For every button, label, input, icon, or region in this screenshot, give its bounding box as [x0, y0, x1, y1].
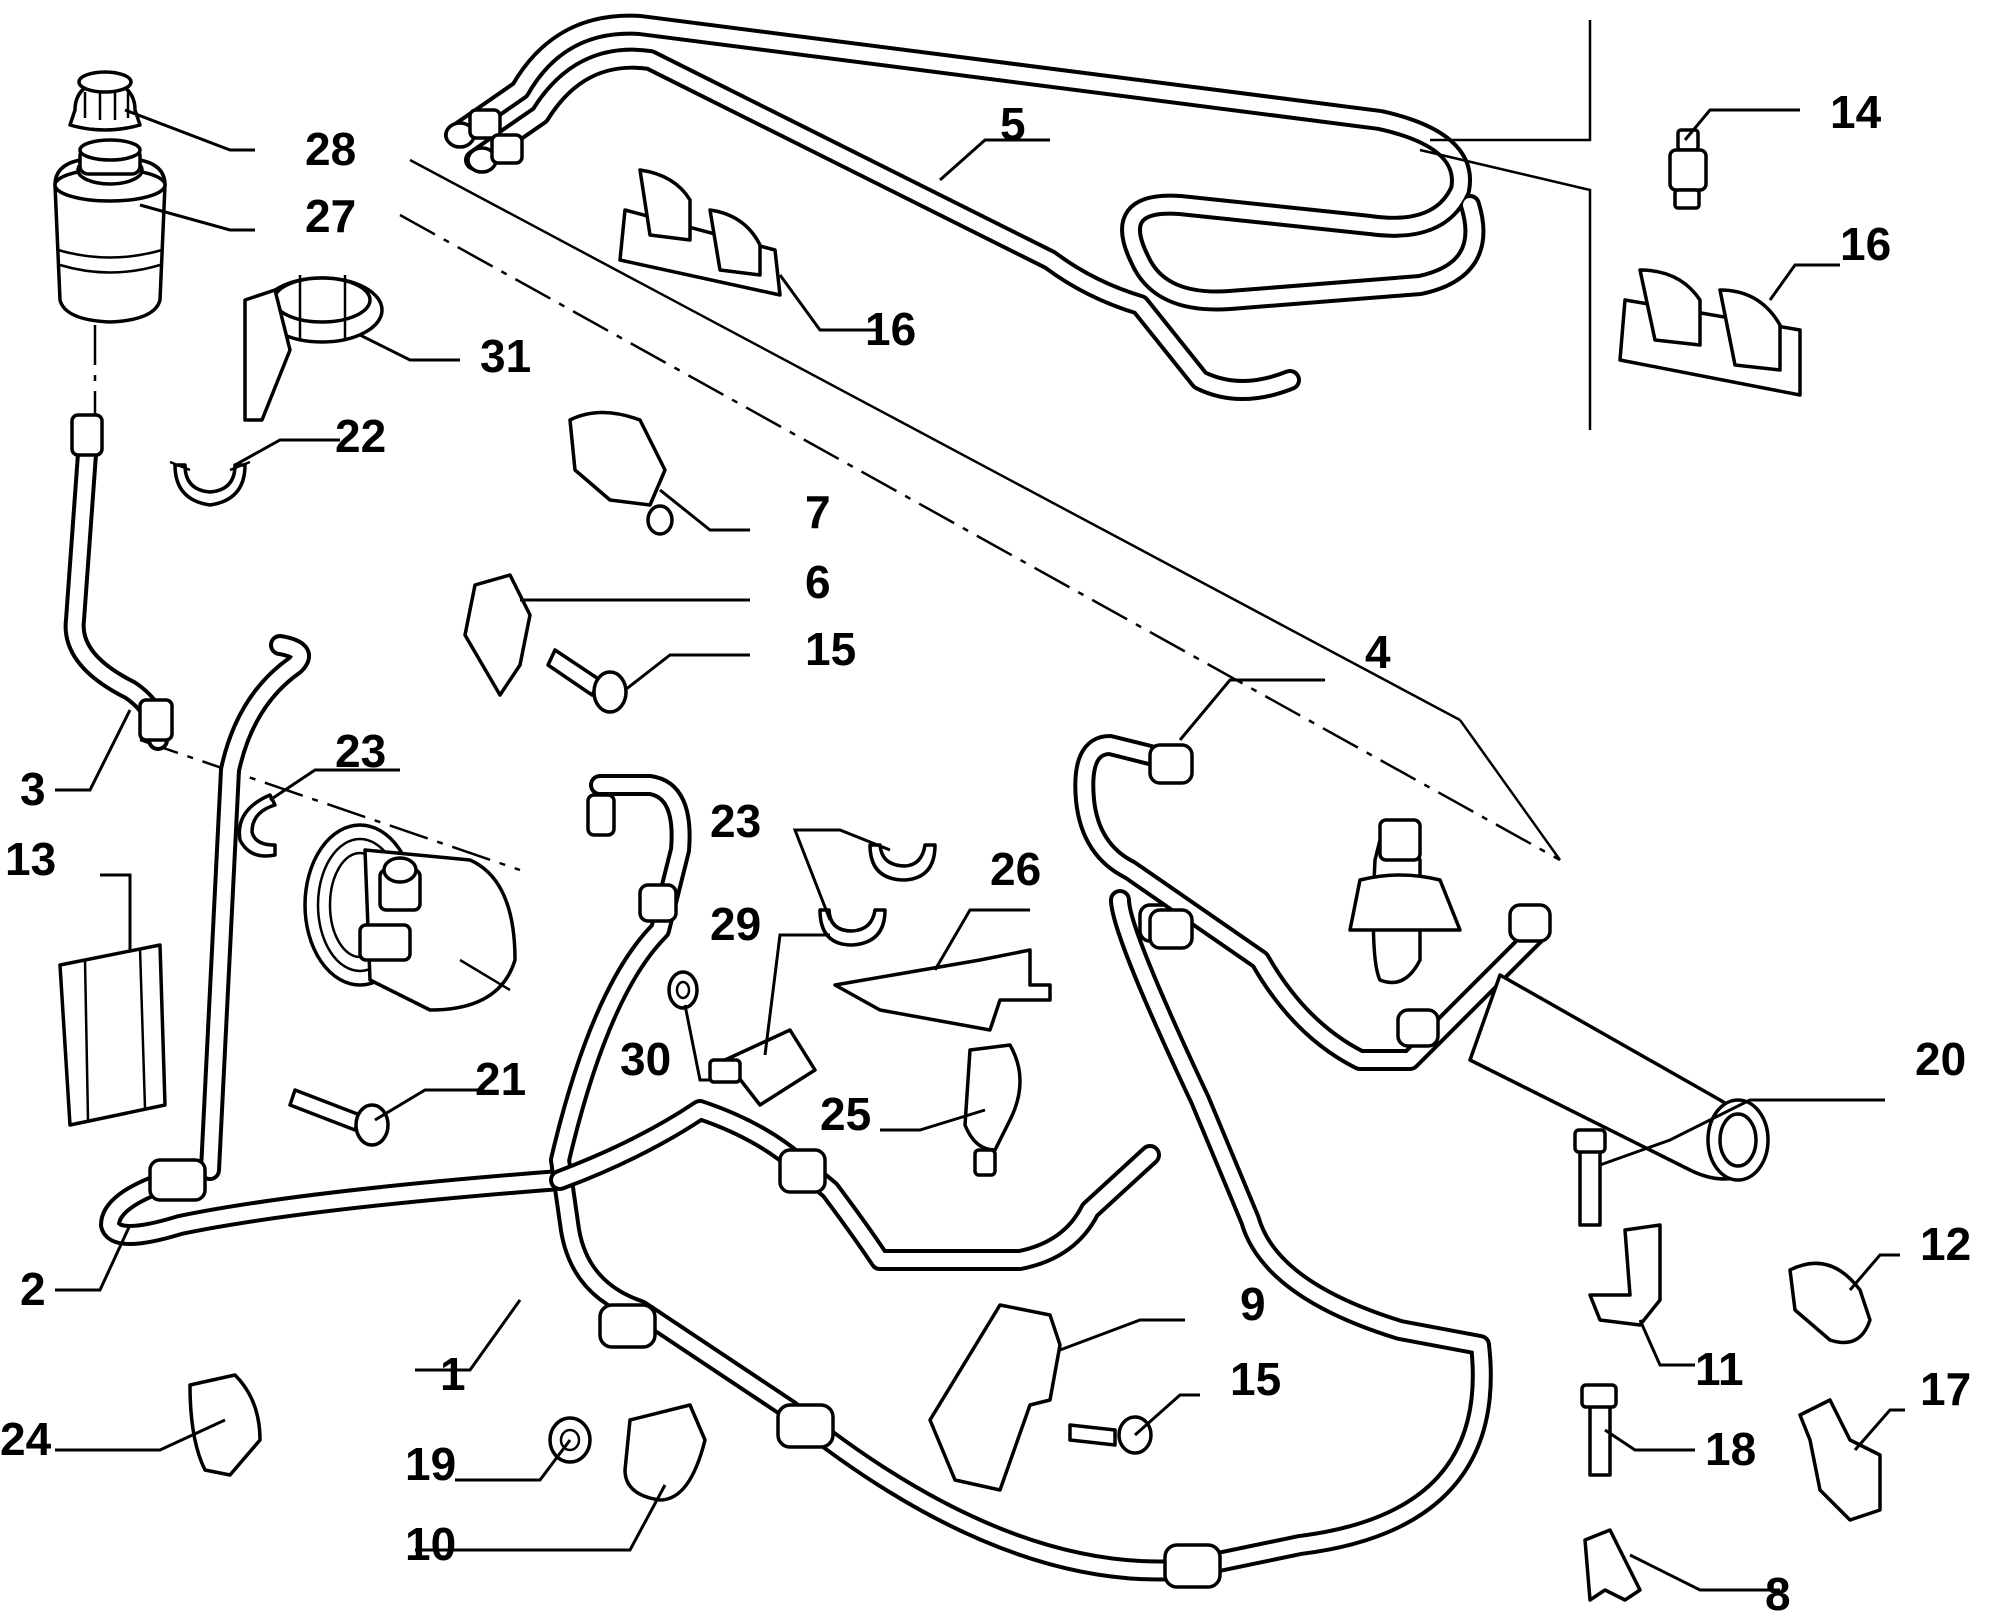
callout-6: 6: [805, 556, 831, 608]
callout-25: 25: [820, 1088, 871, 1140]
bracket-13: [58, 943, 167, 1127]
bolt-20: [1573, 1128, 1607, 1227]
clip-25: [963, 1043, 1022, 1177]
sensor-29: [708, 1028, 817, 1107]
reservoir-27: [53, 138, 167, 324]
clip-23-left: [237, 793, 277, 858]
callout-26: 26: [990, 843, 1041, 895]
callout-17: 17: [1920, 1363, 1971, 1415]
clip-24: [188, 1373, 262, 1477]
washer-30: [667, 970, 699, 1010]
hose-2: [99, 634, 571, 1246]
callout-13: 13: [5, 833, 56, 885]
pipe-4: [1073, 734, 1552, 1071]
clip-17: [1798, 1398, 1882, 1522]
reservoir-cap-28: [68, 70, 142, 132]
clamp-bracket-31: [243, 275, 384, 422]
bracket-9: [928, 1303, 1062, 1492]
reference-lines: [93, 158, 1562, 872]
return-pipe: [549, 1099, 1161, 1271]
union-14: [1668, 128, 1708, 210]
callout-31: 31: [480, 330, 531, 382]
callout-29: 29: [710, 898, 761, 950]
callout-15a: 15: [805, 623, 856, 675]
clamp-16-right: [1618, 268, 1802, 397]
clamp-10: [623, 1403, 707, 1502]
callout-2: 2: [20, 1263, 46, 1315]
callout-14: 14: [1830, 86, 1882, 138]
pipe-1: [549, 774, 1493, 1589]
callout-24: 24: [0, 1413, 52, 1465]
callout-12: 12: [1920, 1218, 1971, 1270]
callout-16a: 16: [865, 303, 916, 355]
callout-28: 28: [305, 123, 356, 175]
callout-5: 5: [1000, 98, 1026, 150]
bracket-8: [1583, 1528, 1642, 1602]
callout-10: 10: [405, 1518, 456, 1570]
callout-3: 3: [20, 763, 46, 815]
hose-3: [63, 413, 174, 751]
callout-4: 4: [1365, 626, 1391, 678]
callout-23a: 23: [335, 725, 386, 777]
leader-lines: [55, 108, 1905, 1592]
power-steering-pump: [303, 823, 517, 1012]
callout-11: 11: [1695, 1343, 1744, 1395]
callout-22: 22: [335, 410, 386, 462]
clips-23-center: [818, 843, 937, 947]
callout-30: 30: [620, 1033, 671, 1085]
cooler-pipe-5: [444, 13, 1592, 430]
bolt-15-lower: [1068, 1415, 1153, 1455]
callout-15b: 15: [1230, 1353, 1281, 1405]
bolt-15-upper: [546, 648, 628, 714]
callout-7: 7: [805, 486, 831, 538]
callout-labels: 1 2 3 4 5 6 7 8 9 10 11 12 13 14 15 15 1…: [0, 86, 1971, 1619]
callout-16b: 16: [1840, 218, 1891, 270]
steering-rack: [1348, 818, 1770, 1182]
callout-23b: 23: [710, 795, 761, 847]
bracket-6-and-7: [463, 410, 674, 697]
callout-20: 20: [1915, 1033, 1966, 1085]
callout-9: 9: [1240, 1278, 1266, 1330]
callout-18: 18: [1705, 1423, 1756, 1475]
clip-12: [1788, 1261, 1872, 1345]
callout-27: 27: [305, 190, 356, 242]
callout-1: 1: [440, 1348, 466, 1400]
clamp-16-top: [618, 168, 782, 297]
clip-22: [169, 460, 251, 507]
callout-21: 21: [475, 1053, 526, 1105]
bolt-18: [1580, 1383, 1618, 1477]
callout-8: 8: [1765, 1568, 1791, 1619]
bolt-21: [288, 1088, 390, 1147]
bracket-26: [833, 948, 1052, 1032]
bracket-11: [1588, 1223, 1662, 1327]
callout-19: 19: [405, 1438, 456, 1490]
